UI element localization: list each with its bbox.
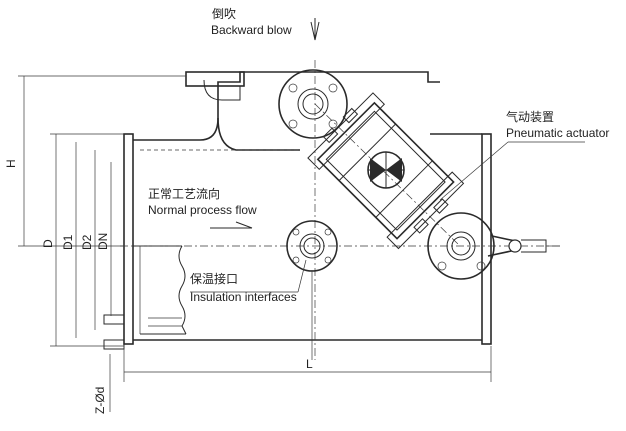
dim-D: D (41, 239, 55, 248)
flow-label-cn: 正常工艺流向 (148, 186, 220, 201)
dim-Zd: Z-Ød (93, 387, 107, 414)
backflush-arrow-icon (310, 18, 320, 41)
lower-flange (427, 212, 560, 280)
actuator-label-en: Pneumatic actuator (506, 126, 609, 140)
pneumatic-actuator (307, 92, 465, 250)
dim-L: L (306, 357, 313, 371)
dim-DN: DN (96, 233, 110, 250)
insulation-label-cn: 保温接口 (190, 271, 238, 286)
dim-D1: D1 (61, 234, 75, 250)
flow-arrow-icon (210, 221, 253, 229)
dimension-lines (18, 75, 492, 412)
flow-label-en: Normal process flow (148, 203, 257, 217)
center-lines (120, 60, 560, 360)
dim-H: H (4, 159, 18, 168)
backflush-label-cn: 倒吹 (212, 7, 236, 21)
dim-D2: D2 (80, 234, 94, 250)
backflush-flange (278, 69, 348, 139)
insulation-label-en: Insulation interfaces (190, 290, 297, 304)
leader-lines (190, 141, 585, 293)
backflush-label-en: Backward blow (211, 23, 292, 37)
actuator-label-cn: 气动装置 (506, 109, 554, 124)
